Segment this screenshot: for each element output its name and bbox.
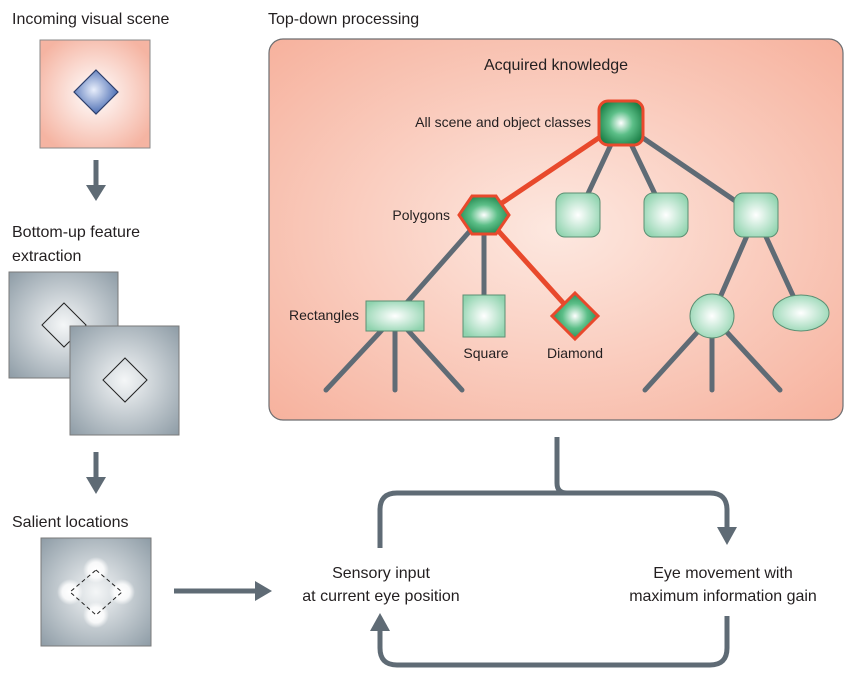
bottom-up-label-line2: extraction bbox=[12, 248, 81, 265]
square-label: Square bbox=[463, 345, 508, 361]
rectangles-label: Rectangles bbox=[289, 307, 359, 323]
circle-node bbox=[689, 293, 735, 339]
incoming-scene-image bbox=[39, 39, 151, 149]
top-down-label: Top-down processing bbox=[268, 11, 419, 28]
diamond-label: Diamond bbox=[547, 345, 603, 361]
arrow-head-sensory-input bbox=[370, 613, 390, 631]
arrow-right-to-sensory bbox=[174, 581, 272, 601]
arrow-down-1 bbox=[86, 160, 106, 201]
root-node bbox=[597, 99, 645, 147]
eye-movement-line2: maximum information gain bbox=[629, 588, 817, 605]
ellipse-node bbox=[772, 294, 830, 332]
feature-map-front bbox=[69, 325, 180, 436]
acquired-knowledge-title: Acquired knowledge bbox=[484, 57, 628, 74]
eye-movement-line1: Eye movement with bbox=[653, 565, 793, 582]
bottom-up-label-line1: Bottom-up feature bbox=[12, 224, 140, 241]
incoming-scene-label: Incoming visual scene bbox=[12, 11, 170, 28]
all-classes-label: All scene and object classes bbox=[415, 114, 591, 130]
diamond-node bbox=[549, 290, 601, 342]
rectangles-node bbox=[365, 300, 425, 332]
square-node bbox=[462, 294, 506, 338]
arrow-down-2 bbox=[86, 452, 106, 494]
class-node-3 bbox=[643, 192, 689, 238]
sensory-input-line2: at current eye position bbox=[302, 588, 459, 605]
class-node-2 bbox=[555, 192, 601, 238]
sensory-input-line1: Sensory input bbox=[332, 565, 430, 582]
class-node-4 bbox=[733, 192, 779, 238]
salient-locations-label: Salient locations bbox=[12, 514, 129, 531]
blue-diamond-shape bbox=[73, 69, 119, 115]
loop-arrows bbox=[377, 437, 730, 668]
salient-map bbox=[40, 537, 152, 647]
polygons-label: Polygons bbox=[392, 207, 450, 223]
polygons-node bbox=[457, 194, 511, 236]
arrow-head-eye-movement bbox=[717, 527, 737, 545]
